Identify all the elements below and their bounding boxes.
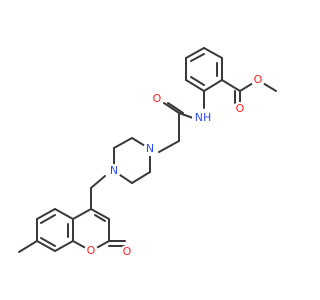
bond — [72, 208, 92, 220]
aromatic-inner-bond — [190, 76, 205, 86]
bond — [163, 102, 180, 114]
ester-oxygen-label: O — [254, 73, 263, 86]
bond — [90, 208, 110, 220]
chemical-structure-diagram: O O O NH N N O O — [18, 47, 277, 259]
bond — [167, 102, 184, 114]
amide-oxygen-label: O — [153, 92, 162, 105]
bond — [185, 47, 205, 59]
coumarin-core — [18, 208, 126, 253]
bond — [36, 240, 56, 252]
label-halo — [150, 92, 164, 106]
bond — [113, 137, 133, 149]
label-halo — [251, 73, 265, 87]
bond — [54, 240, 74, 252]
aromatic-inner-bond — [40, 214, 56, 224]
bond — [185, 79, 205, 92]
amide-linker — [158, 90, 205, 153]
bond — [36, 208, 56, 220]
bond — [158, 140, 180, 153]
piperazine-nitrogen-label: N — [146, 142, 154, 155]
bond — [221, 79, 241, 92]
bond — [54, 208, 74, 220]
label-halo — [233, 102, 247, 116]
aromatic-inner-bond — [190, 53, 205, 62]
bond — [203, 79, 223, 92]
bond — [203, 47, 223, 59]
coumarin-carbonyl-oxygen-label: O — [123, 245, 132, 258]
molecule-canvas: O O O NH N N O O — [18, 47, 277, 259]
aromatic-inner-bond — [94, 214, 106, 222]
label-halo — [120, 245, 134, 259]
atom-labels: O O O NH N N O O — [87, 73, 263, 258]
label-halo — [84, 244, 98, 258]
bond — [178, 112, 194, 119]
bond — [90, 175, 106, 189]
coumarin-ring-oxygen-label: O — [87, 244, 96, 257]
amide-nitrogen-label: NH — [195, 111, 212, 124]
ester-carbonyl-oxygen-label: O — [236, 102, 245, 115]
benzoate-ring — [185, 47, 223, 92]
bond — [131, 171, 151, 184]
methyl-ester-group — [221, 79, 277, 104]
aromatic-inner-bond — [40, 237, 56, 247]
piperazine-nitrogen-label: N — [110, 164, 118, 177]
label-halo — [143, 142, 157, 156]
label-halo — [107, 164, 121, 178]
methylene-linker — [90, 175, 106, 210]
label-halo — [192, 112, 213, 125]
label-halos — [84, 73, 265, 259]
bond — [18, 240, 38, 253]
